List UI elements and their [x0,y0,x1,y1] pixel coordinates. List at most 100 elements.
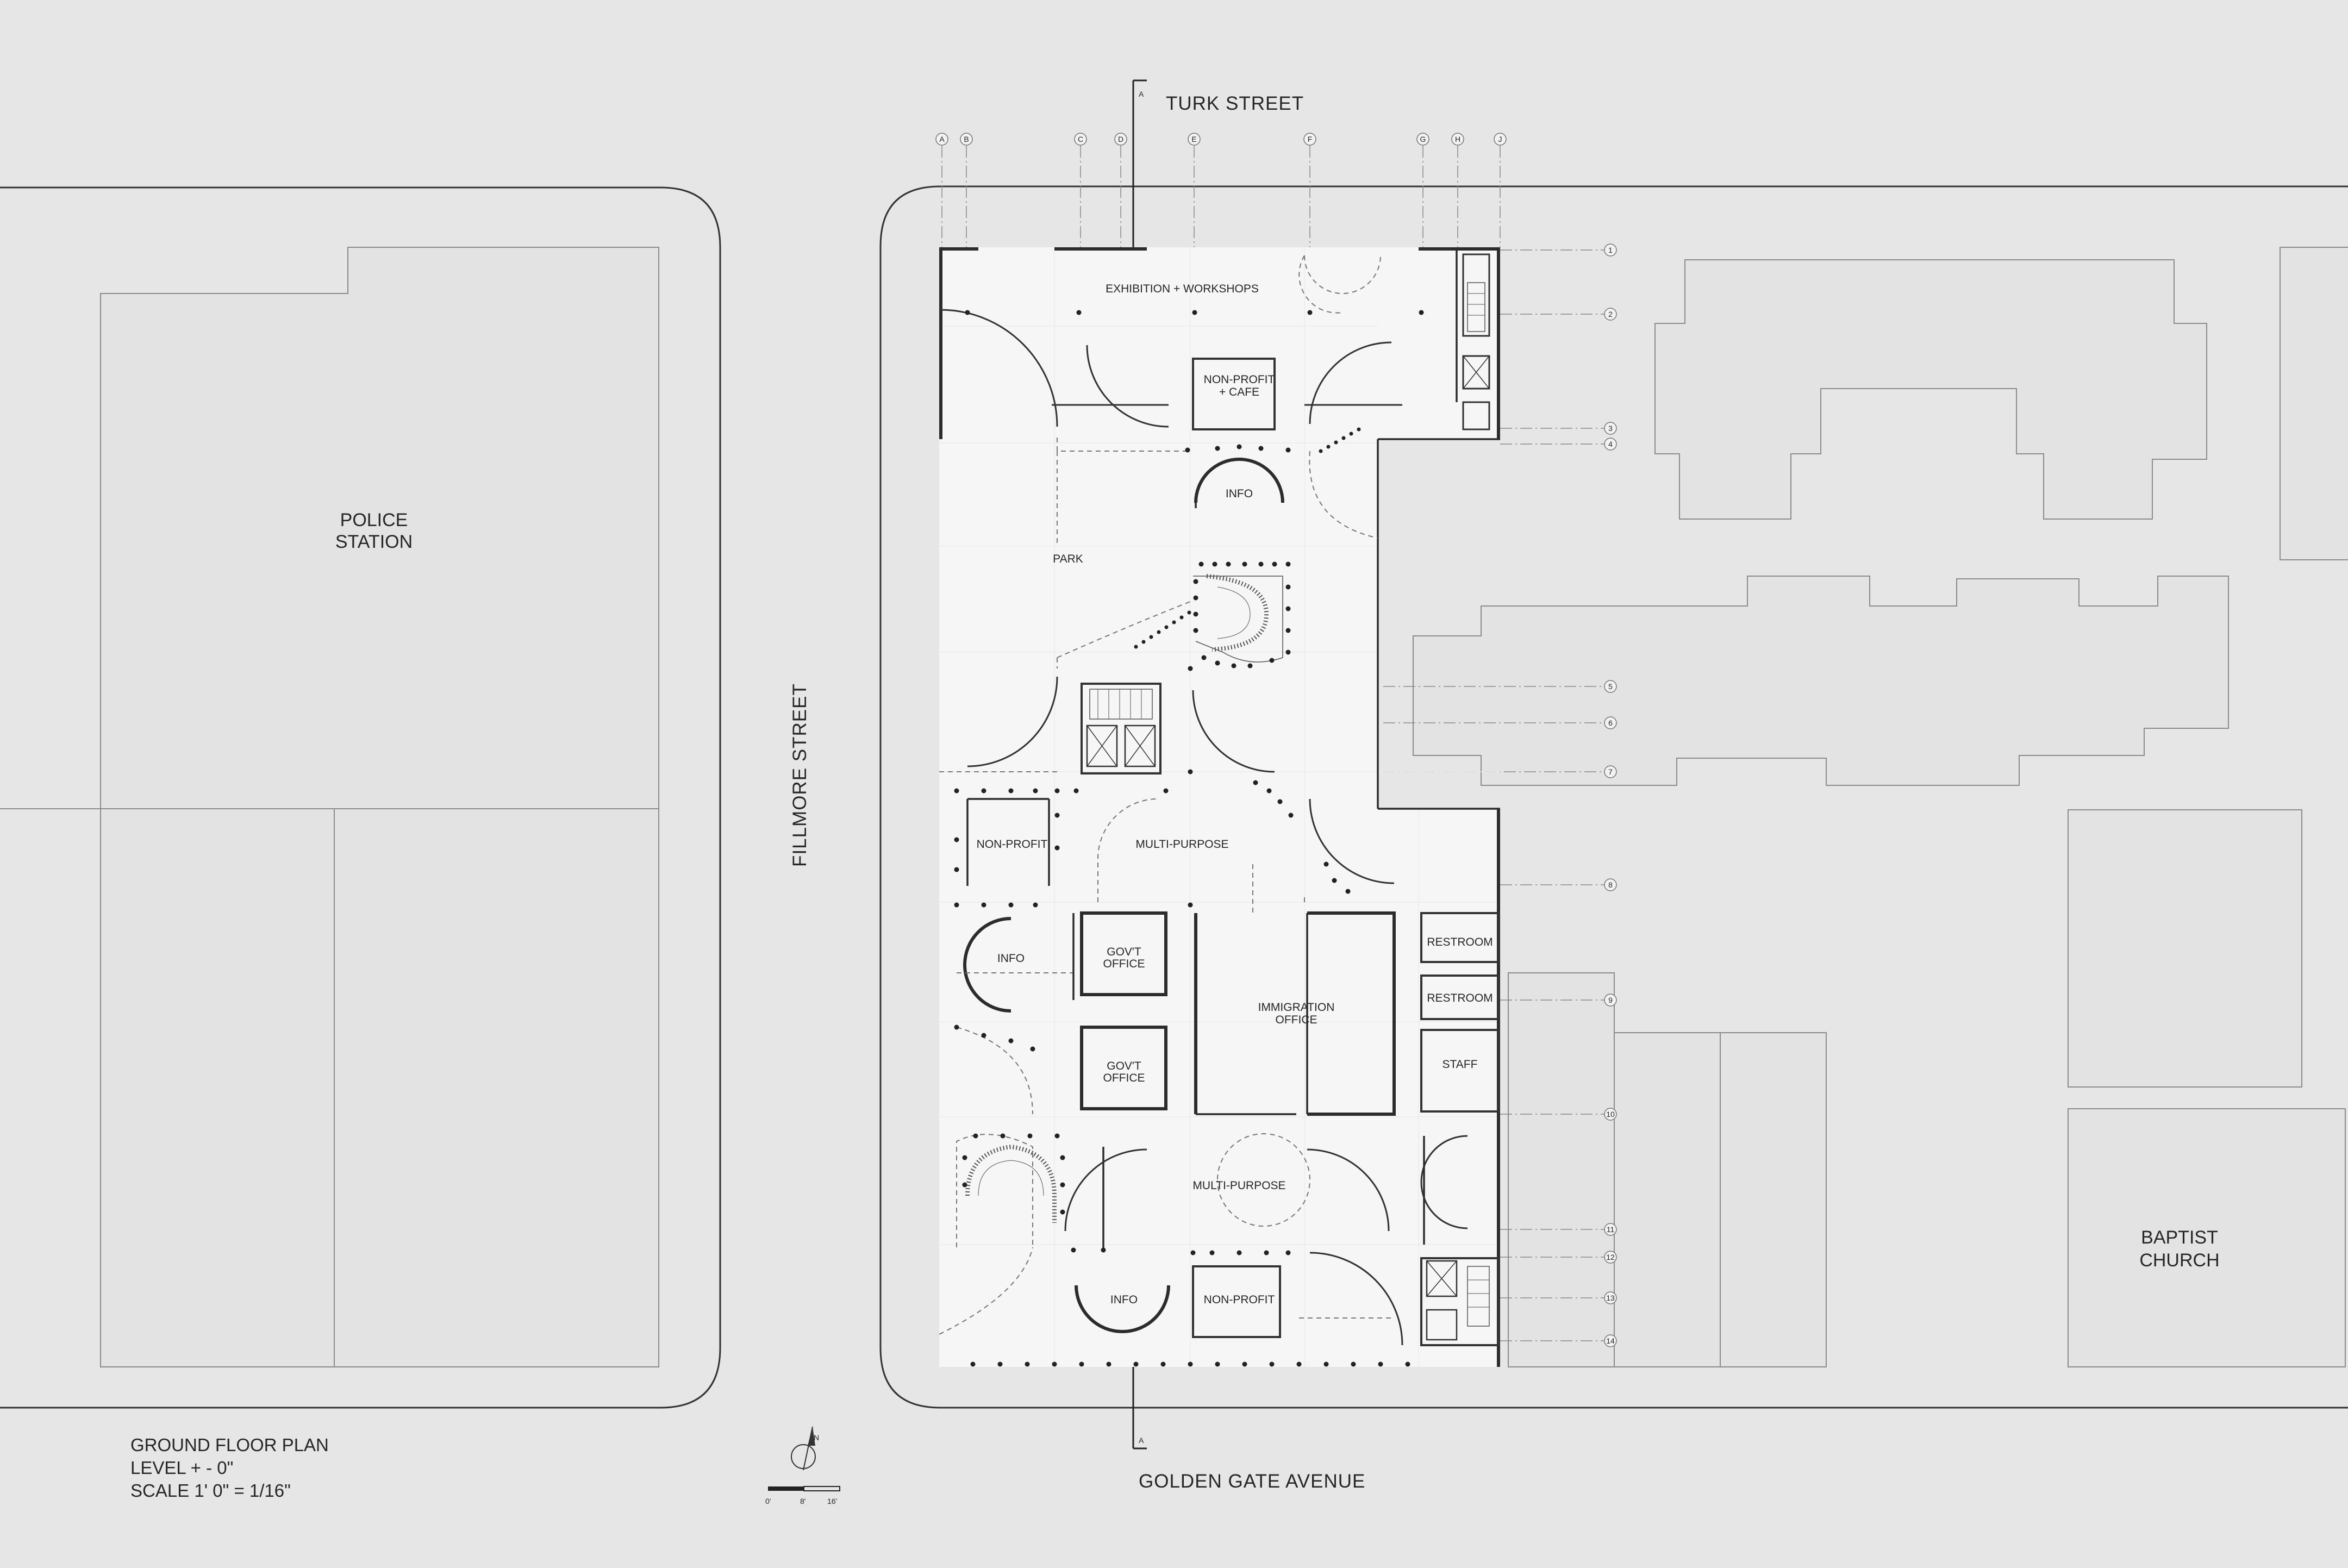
info-north-room [1194,451,1378,539]
room-label-info-west: INFO [997,952,1025,965]
column-point [1242,1361,1247,1367]
grid-label-row-4: 4 [1608,440,1613,448]
grid-bubble-row-3: 3 [1604,422,1617,435]
column-point [1008,1038,1014,1044]
column-point [1237,444,1242,449]
grid-label-row-5: 5 [1608,682,1613,691]
room-label-nonprofit-cafe-2: + CAFE [1219,386,1259,398]
grid-bubble-col-A: A [935,133,948,146]
column-point [1188,1361,1193,1367]
column-point [1285,447,1291,453]
column-point [1000,1133,1006,1139]
column-point [1209,1250,1215,1255]
grid-label-row-1: 1 [1608,246,1613,254]
grid-label-row-2: 2 [1608,310,1613,318]
grid-bubble-col-J: J [1494,133,1507,146]
column-point [1188,902,1193,908]
title-plan-name: GROUND FLOOR PLAN [130,1435,329,1455]
column-point [1405,1361,1410,1367]
column-point [1052,1361,1057,1367]
police-station-label-2: STATION [335,532,413,552]
room-label-nonprofit-south: NON-PROFIT [1204,1294,1275,1306]
column-point [1187,610,1191,615]
column-point [1269,1361,1275,1367]
column-point [997,1361,1003,1367]
column-point [1192,310,1197,315]
column-point [1071,1247,1076,1253]
column-point [1201,655,1207,660]
room-label-staff: STAFF [1442,1058,1478,1071]
scale-bar-label-0: 0' [765,1497,771,1505]
room-label-restroom-2: RESTROOM [1427,992,1493,1004]
room-label-nonprofit-west: NON-PROFIT [977,838,1048,851]
grid-bubble-col-F: F [1303,133,1316,146]
column-point [954,837,959,842]
room-label-govt-office-2b: OFFICE [1103,1072,1145,1084]
police-station-block [0,247,659,1367]
room-label-immigration-2: OFFICE [1276,1014,1317,1026]
column-point [1179,615,1184,620]
far-east-building [2280,247,2348,560]
column-point [1193,611,1198,617]
column-point [1285,561,1291,567]
grid-bubble-row-12: 12 [1604,1251,1617,1264]
baptist-church-building [2068,1108,2346,1367]
column-point [954,788,959,794]
room-label-info-south: INFO [1110,1294,1138,1306]
south-west-stair [965,1144,1057,1223]
column-point [1149,635,1153,639]
column-point [1030,1046,1035,1052]
column-point [1215,1361,1220,1367]
column-point [1345,889,1351,894]
column-point [1288,813,1294,818]
church-label-1: BAPTIST [2141,1227,2218,1248]
grid-bubble-col-E: E [1188,133,1201,146]
column-point [954,902,959,908]
govt-office-walls [1072,911,1167,1110]
room-label-info-north: INFO [1226,488,1253,500]
section-line-a: A A [1132,79,1147,1450]
column-point [981,1033,986,1038]
room-label-multipurpose-north: MULTI-PURPOSE [1135,838,1228,851]
grid-bubble-row-4: 4 [1604,438,1617,451]
grid-label-row-7: 7 [1608,767,1613,776]
column-point [1285,649,1291,655]
grid-bubble-row-6: 6 [1604,716,1617,729]
mid-stair-core [967,676,1275,774]
column-point [1357,427,1361,432]
grid-bubble-col-B: B [960,133,973,146]
column-point [1101,1247,1106,1253]
room-label-immigration-1: IMMIGRATION [1258,1001,1335,1014]
column-point [1419,310,1424,315]
column-point [981,902,986,908]
column-point [954,1024,959,1030]
column-point [1237,1250,1242,1255]
south-rooms-walls [939,1247,1403,1346]
column-point [1134,645,1138,649]
grid-bubble-col-H: H [1451,133,1464,146]
column-point [1193,579,1198,584]
column-point [1160,1361,1166,1367]
grid-bubble-row-5: 5 [1604,680,1617,693]
north-stair-core [1462,253,1490,430]
immigration-office-walls [1194,911,1396,1116]
column-point [1060,1209,1065,1215]
grid-bubble-row-10: 10 [1604,1108,1617,1121]
column-point [1073,788,1079,794]
grid-bubble-row-14: 14 [1604,1334,1617,1347]
column-point [1172,620,1176,624]
column-point [1215,446,1220,451]
column-point [1266,788,1272,794]
column-point [970,1361,976,1367]
column-point [1193,595,1198,601]
west-block-curb [0,186,721,1409]
column-point [1242,561,1247,567]
row-grid-lines [1383,249,1604,1341]
park-boundary [1057,451,1194,669]
grid-bubble-row-2: 2 [1604,308,1617,321]
column-point [1054,788,1060,794]
column-grid-lines [941,146,1501,247]
south-east-buildings [1508,972,1827,1367]
